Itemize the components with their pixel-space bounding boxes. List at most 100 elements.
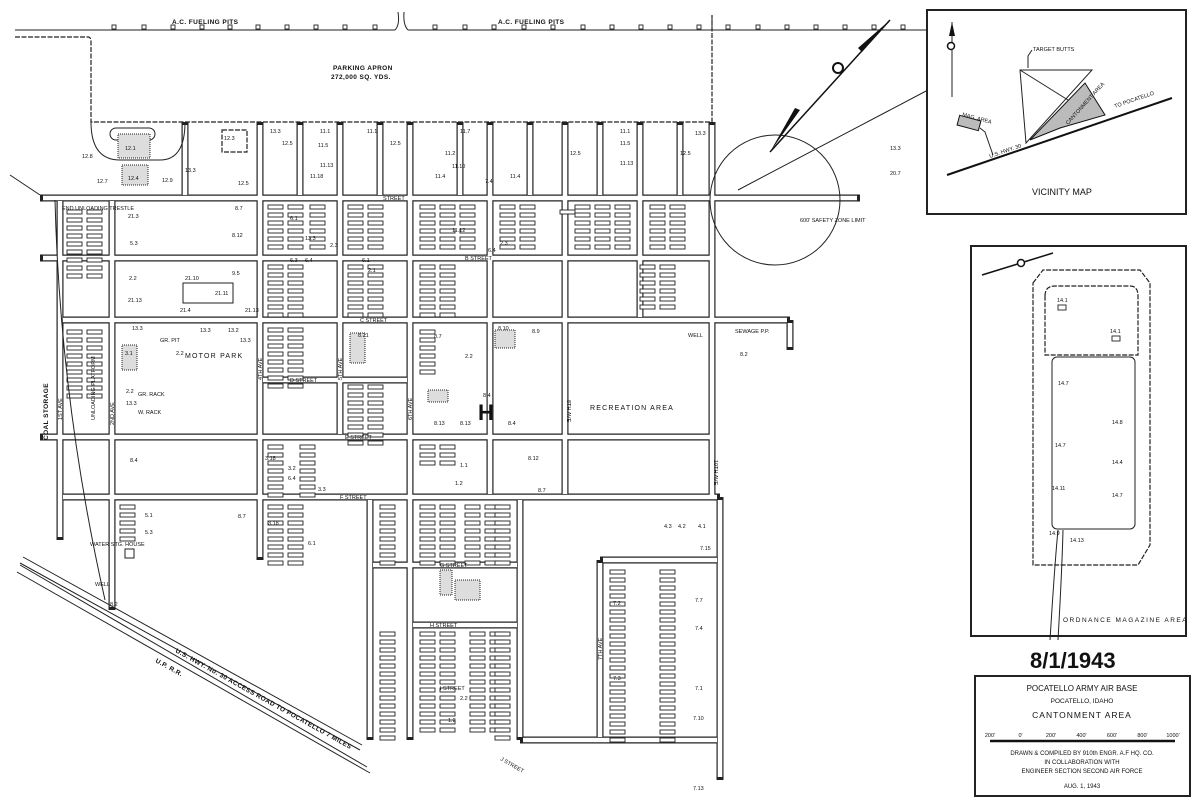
barracks-building [347,244,364,250]
barracks-building [287,359,304,365]
barracks-building [347,416,364,422]
map-label: GR. PIT [160,338,181,344]
barracks-building [419,345,436,351]
drawn-date: AUG. 1, 1943 [1064,784,1101,790]
fueling-pit [284,24,290,30]
barracks-building [419,663,436,669]
barracks-building [419,536,436,542]
barracks-building [499,220,516,226]
building-number: 13.3 [185,168,196,174]
barracks-building [267,335,284,341]
barracks-building [419,703,436,709]
barracks-building [287,343,304,349]
barracks-building [66,385,83,391]
barracks-building [459,228,476,234]
barracks-building [439,727,456,733]
map-label: E STREET [345,435,373,441]
building-number: 5.3 [130,241,138,247]
barracks-building [469,679,486,685]
building-number: 12.7 [97,179,108,185]
building-number: 12.5 [390,141,401,147]
barracks-building [469,687,486,693]
barracks-building [419,544,436,550]
barracks-building [499,244,516,250]
barracks-building [419,671,436,677]
building-number: 3.3 [318,487,326,493]
building-number: 13.3 [200,328,211,334]
building-number: 11.1 [320,129,330,135]
fueling-pit [111,24,117,30]
barracks-building [419,679,436,685]
barracks-building [347,264,364,270]
barracks-building [494,695,511,701]
barracks-building [669,220,686,226]
barracks-building [367,244,384,250]
barracks-building [494,528,511,534]
building-number: 5.1 [145,513,153,519]
hangar-loop [90,121,186,161]
barracks-building [609,593,626,599]
map-label: 1ST AVE [58,398,64,420]
building-number: 13.3 [890,146,901,152]
barracks-building [419,727,436,733]
building-number: 20.7 [890,171,901,177]
barracks-building [379,727,396,733]
building [439,569,453,596]
fueling-pit [199,24,205,30]
hangar-building [117,133,151,159]
barracks-building [309,228,326,234]
barracks-building [519,212,536,218]
building-number: 8.2 [110,602,118,608]
building-number: 6.4 [305,258,313,264]
building-number: 6.3 [290,258,298,264]
building-number: 8.7 [238,514,246,520]
fueling-pit [342,24,348,30]
ordnance-magazine-inset: ORDNANCE MAGAZINE AREA [970,245,1187,641]
building-number: 1.2 [455,481,463,487]
barracks-building [494,703,511,709]
building-number: 11.4 [435,174,445,180]
building-number: 2.2 [126,389,134,395]
map-label: F STREET [340,495,367,501]
barracks-building [439,228,456,234]
barracks-building [419,244,436,250]
building-number: 7.10 [693,716,704,722]
ordnance-building-number: 14.11 [1052,486,1065,492]
barracks-building [347,392,364,398]
building-number: 11.7 [460,129,470,135]
barracks-building [267,492,284,498]
building-number: 5.3 [145,530,153,536]
barracks-building [419,296,436,302]
fueling-pit [170,24,176,30]
fueling-pit [462,24,468,30]
barracks-building [669,204,686,210]
building-number: 2.2 [460,696,468,702]
building-number: 7.3 [613,676,621,682]
barracks-building [287,327,304,333]
barracks-building [86,241,103,247]
railroad-label: U.P. R.R. [154,658,184,679]
barracks-building [287,280,304,286]
barracks-building [419,560,436,566]
barracks-building [609,673,626,679]
building-number: 13.3 [695,131,706,137]
barracks-building [379,536,396,542]
building [454,579,481,601]
barracks-building [419,228,436,234]
barracks-building [659,721,676,727]
barracks-building [419,312,436,318]
barracks-building [594,220,611,226]
barracks-building [379,639,396,645]
building-number: 21.11 [215,291,228,297]
map-label: WELL [688,333,703,339]
ordnance-building-number: 14.7 [1055,443,1066,449]
hospital-symbol: H [478,400,494,425]
barracks-building [379,695,396,701]
barracks-building [347,212,364,218]
building-number: 8.7 [538,488,546,494]
barracks-building [614,212,631,218]
barracks-building [367,272,384,278]
barracks-building [86,377,103,383]
barracks-building [267,476,284,482]
barracks-building [649,244,666,250]
